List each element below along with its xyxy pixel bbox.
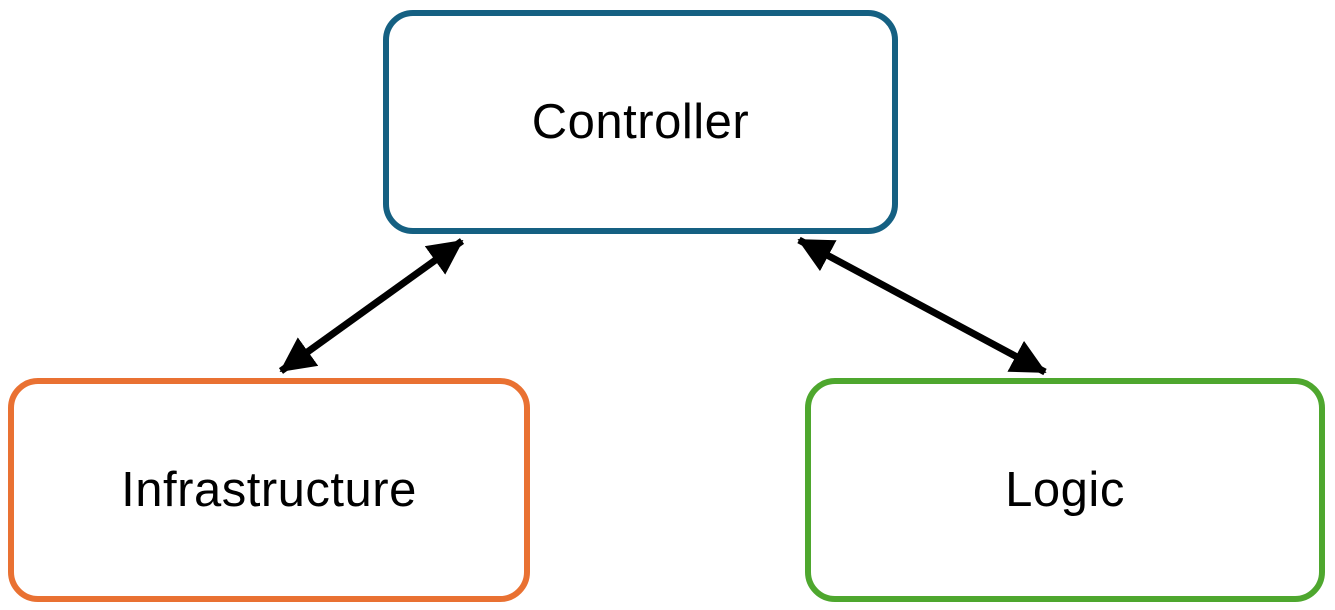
node-controller[interactable]: Controller	[383, 10, 898, 234]
edge-controller-logic[interactable]	[797, 236, 1047, 376]
node-infrastructure[interactable]: Infrastructure	[8, 378, 530, 602]
node-controller-label: Controller	[531, 94, 750, 149]
node-logic[interactable]: Logic	[805, 378, 1325, 602]
edge-controller-infrastructure[interactable]	[278, 238, 465, 374]
node-logic-label: Logic	[1005, 462, 1125, 517]
node-infrastructure-label: Infrastructure	[121, 462, 417, 517]
